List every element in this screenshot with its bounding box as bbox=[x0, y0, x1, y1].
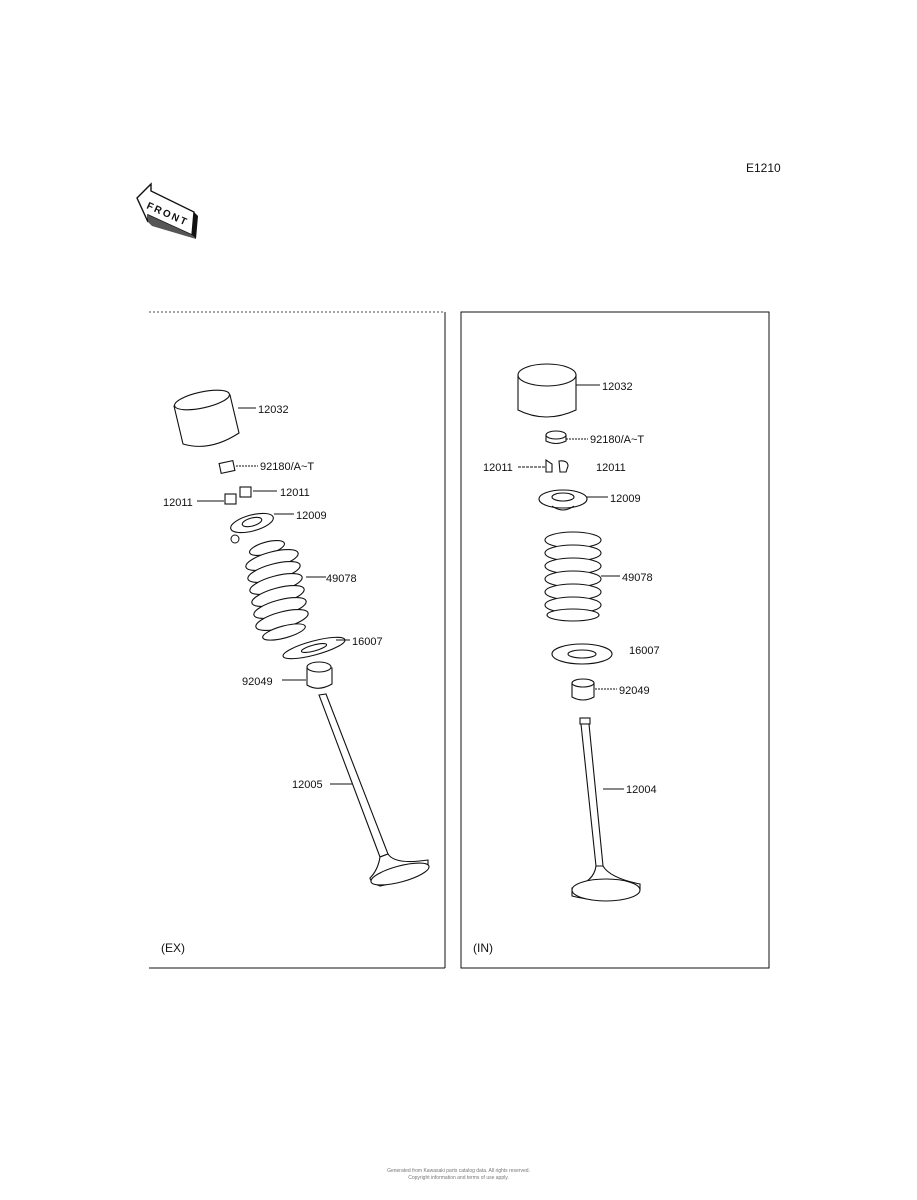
exhaust-panel-frame bbox=[149, 311, 446, 969]
intake-panel-frame bbox=[460, 311, 770, 969]
in-spring-seat-code: 16007 bbox=[629, 645, 660, 657]
ex-retainer bbox=[230, 512, 274, 534]
ex-spring-code: 49078 bbox=[326, 573, 357, 585]
ex-spring bbox=[245, 540, 309, 641]
ex-tappet bbox=[173, 389, 240, 447]
in-tappet bbox=[517, 363, 577, 418]
in-retainer bbox=[538, 489, 588, 511]
ex-keeper-left-code: 12011 bbox=[163, 497, 193, 509]
in-retainer-code: 12009 bbox=[610, 493, 641, 505]
ex-keeper-right-code: 12011 bbox=[280, 487, 310, 499]
in-keeper-right-code: 12011 bbox=[596, 462, 626, 474]
ex-spring-seat bbox=[282, 636, 346, 660]
ex-keepers bbox=[224, 486, 252, 505]
ex-spring-seat-code: 16007 bbox=[352, 636, 383, 648]
ex-retainer-code: 12009 bbox=[296, 510, 327, 522]
in-valve-code: 12004 bbox=[626, 784, 657, 796]
in-tappet-code: 12032 bbox=[602, 381, 633, 393]
ex-valve bbox=[318, 693, 430, 887]
footer-line-2: Copyright information and terms of use a… bbox=[408, 1175, 509, 1181]
in-spring-seat bbox=[551, 643, 613, 665]
ex-shim-code: 92180/A~T bbox=[260, 461, 314, 473]
in-spring bbox=[544, 531, 602, 622]
in-stem-seal-code: 92049 bbox=[619, 685, 650, 697]
footer-line-1: Generated from Kawasaki parts catalog da… bbox=[387, 1168, 530, 1174]
in-spring-code: 49078 bbox=[622, 572, 653, 584]
in-valve bbox=[571, 717, 641, 902]
front-arrow-icon: FRONT bbox=[136, 182, 198, 239]
exhaust-label: (EX) bbox=[161, 941, 185, 955]
in-shim-code: 92180/A~T bbox=[590, 434, 644, 446]
ex-shim bbox=[218, 460, 236, 474]
ex-tappet-code: 12032 bbox=[258, 404, 289, 416]
ex-valve-code: 12005 bbox=[292, 779, 323, 791]
in-keeper-left-code: 12011 bbox=[483, 462, 513, 474]
ex-stem-seal bbox=[306, 661, 333, 689]
in-keepers bbox=[545, 458, 569, 473]
in-stem-seal bbox=[571, 678, 595, 701]
in-shim bbox=[545, 430, 567, 445]
intake-label: (IN) bbox=[473, 941, 493, 955]
ex-stem-seal-code: 92049 bbox=[242, 676, 273, 688]
diagram-code: E1210 bbox=[746, 161, 781, 175]
